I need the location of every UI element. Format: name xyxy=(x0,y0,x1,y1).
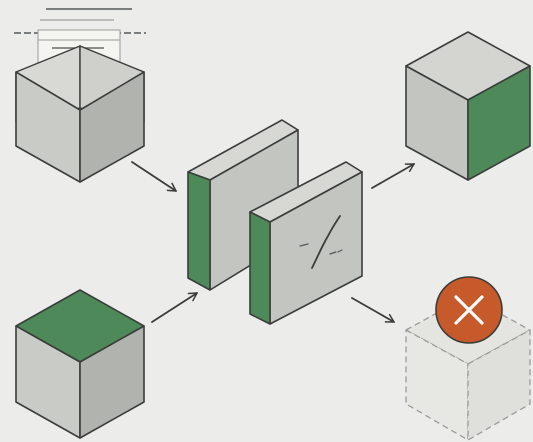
arrow-filter-to-accepted xyxy=(371,163,415,189)
green-side-cube-icon xyxy=(405,31,531,181)
open-box-with-document-icon xyxy=(14,8,146,183)
close-icon xyxy=(435,276,503,344)
slash-symbol-icon xyxy=(299,215,343,269)
arrow-input-2-to-filter xyxy=(151,292,198,323)
front-slab xyxy=(249,161,363,325)
twin-slab-filter xyxy=(187,119,363,325)
green-top-cube-icon xyxy=(15,289,145,439)
arrow-filter-to-rejected xyxy=(351,297,395,323)
open-box xyxy=(15,44,145,183)
arrow-input-1-to-filter xyxy=(131,161,177,192)
